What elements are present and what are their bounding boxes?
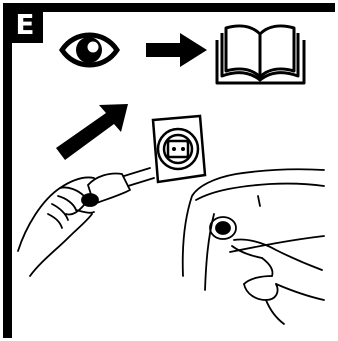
- wall-socket-icon: [151, 114, 207, 184]
- hand-holding-plug-icon: [17, 167, 155, 277]
- open-book-icon: [215, 24, 306, 85]
- arrow-right-icon: [146, 33, 207, 67]
- finger-pressing-icon: [231, 238, 325, 325]
- appliance-power-button-icon: [181, 168, 325, 291]
- arrow-up-right-icon: [56, 104, 128, 160]
- eye-icon: [59, 32, 120, 68]
- step-badge: E: [7, 7, 43, 43]
- panel-border: [3, 3, 335, 338]
